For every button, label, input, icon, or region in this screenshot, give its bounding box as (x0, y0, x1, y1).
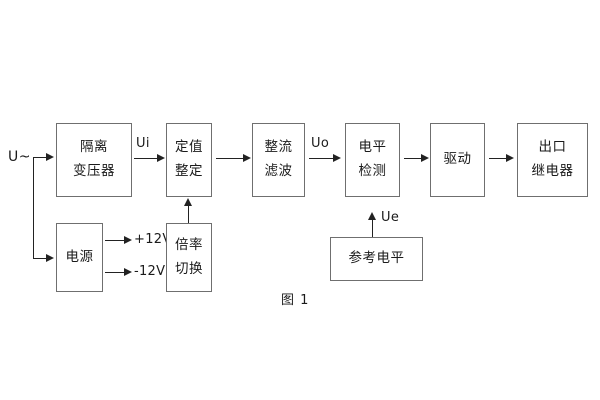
ui-arrow-line (134, 158, 158, 159)
signal-label-ui: Ui (136, 136, 150, 151)
ui-arrowhead (157, 154, 165, 162)
rail-negative-arrowhead (124, 268, 132, 276)
block-rectify-filter-line-2: 滤波 (264, 163, 293, 179)
block-setting-value-line-1: 定值 (175, 139, 203, 156)
rail-positive-arrowhead (124, 236, 132, 244)
input-to-power-supply-line (33, 258, 47, 259)
rail-positive-label: +12V (134, 232, 172, 247)
drive-to-relay-arrowhead (506, 154, 514, 162)
uo-arrowhead (333, 154, 341, 162)
block-reference-level: 参考电平 (330, 237, 423, 281)
block-rectify-filter: 整流 滤波 (252, 123, 305, 197)
drive-to-relay-line (489, 158, 507, 159)
input-branch-vertical-line (33, 157, 34, 258)
block-rectify-filter-line-1: 整流 (264, 139, 293, 156)
input-to-power-supply-arrowhead (46, 254, 54, 262)
uo-arrow-line (309, 158, 334, 159)
signal-label-uo: Uo (311, 136, 330, 151)
block-isolation-transformer-line-2: 变压器 (73, 163, 115, 179)
block-level-detection-line-1: 电平 (358, 139, 387, 156)
block-reference-level-line-1: 参考电平 (348, 250, 405, 267)
multiplier-to-setting-arrowhead (184, 198, 192, 206)
block-multiplier-switch-line-2: 切换 (175, 260, 203, 277)
block-setting-value-line-2: 整定 (175, 163, 203, 179)
block-drive: 驱动 (430, 123, 485, 197)
block-drive-line-1: 驱动 (443, 151, 472, 168)
block-level-detection-line-2: 检测 (358, 163, 387, 179)
rail-negative-line (105, 272, 125, 273)
block-isolation-transformer: 隔离 变压器 (56, 123, 132, 197)
block-multiplier-switch: 倍率 切换 (166, 223, 212, 292)
block-output-relay: 出口 继电器 (517, 123, 588, 197)
block-output-relay-line-2: 继电器 (531, 163, 574, 179)
figure-caption: 图 1 (281, 293, 310, 308)
reference-to-level-line (372, 217, 373, 237)
setting-to-rectify-arrowhead (243, 154, 251, 162)
level-to-drive-arrowhead (421, 154, 429, 162)
block-power-supply: 电源 (56, 223, 103, 292)
level-to-drive-line (404, 158, 422, 159)
block-output-relay-line-1: 出口 (538, 139, 567, 156)
setting-to-rectify-line (216, 158, 244, 159)
input-to-transformer-arrowhead (46, 153, 54, 161)
source-label-u-ac: U~ (8, 149, 31, 165)
block-power-supply-line-1: 电源 (65, 248, 94, 265)
signal-label-ue: Ue (381, 210, 400, 225)
rail-negative-label: -12V (134, 264, 166, 279)
block-setting-value: 定值 整定 (166, 123, 212, 197)
block-multiplier-switch-line-1: 倍率 (175, 236, 203, 253)
input-to-transformer-line (33, 157, 47, 158)
reference-to-level-arrowhead (368, 212, 376, 220)
block-isolation-transformer-line-1: 隔离 (80, 139, 108, 156)
block-level-detection: 电平 检测 (345, 123, 400, 197)
multiplier-to-setting-line (188, 202, 189, 223)
rail-positive-line (105, 240, 125, 241)
